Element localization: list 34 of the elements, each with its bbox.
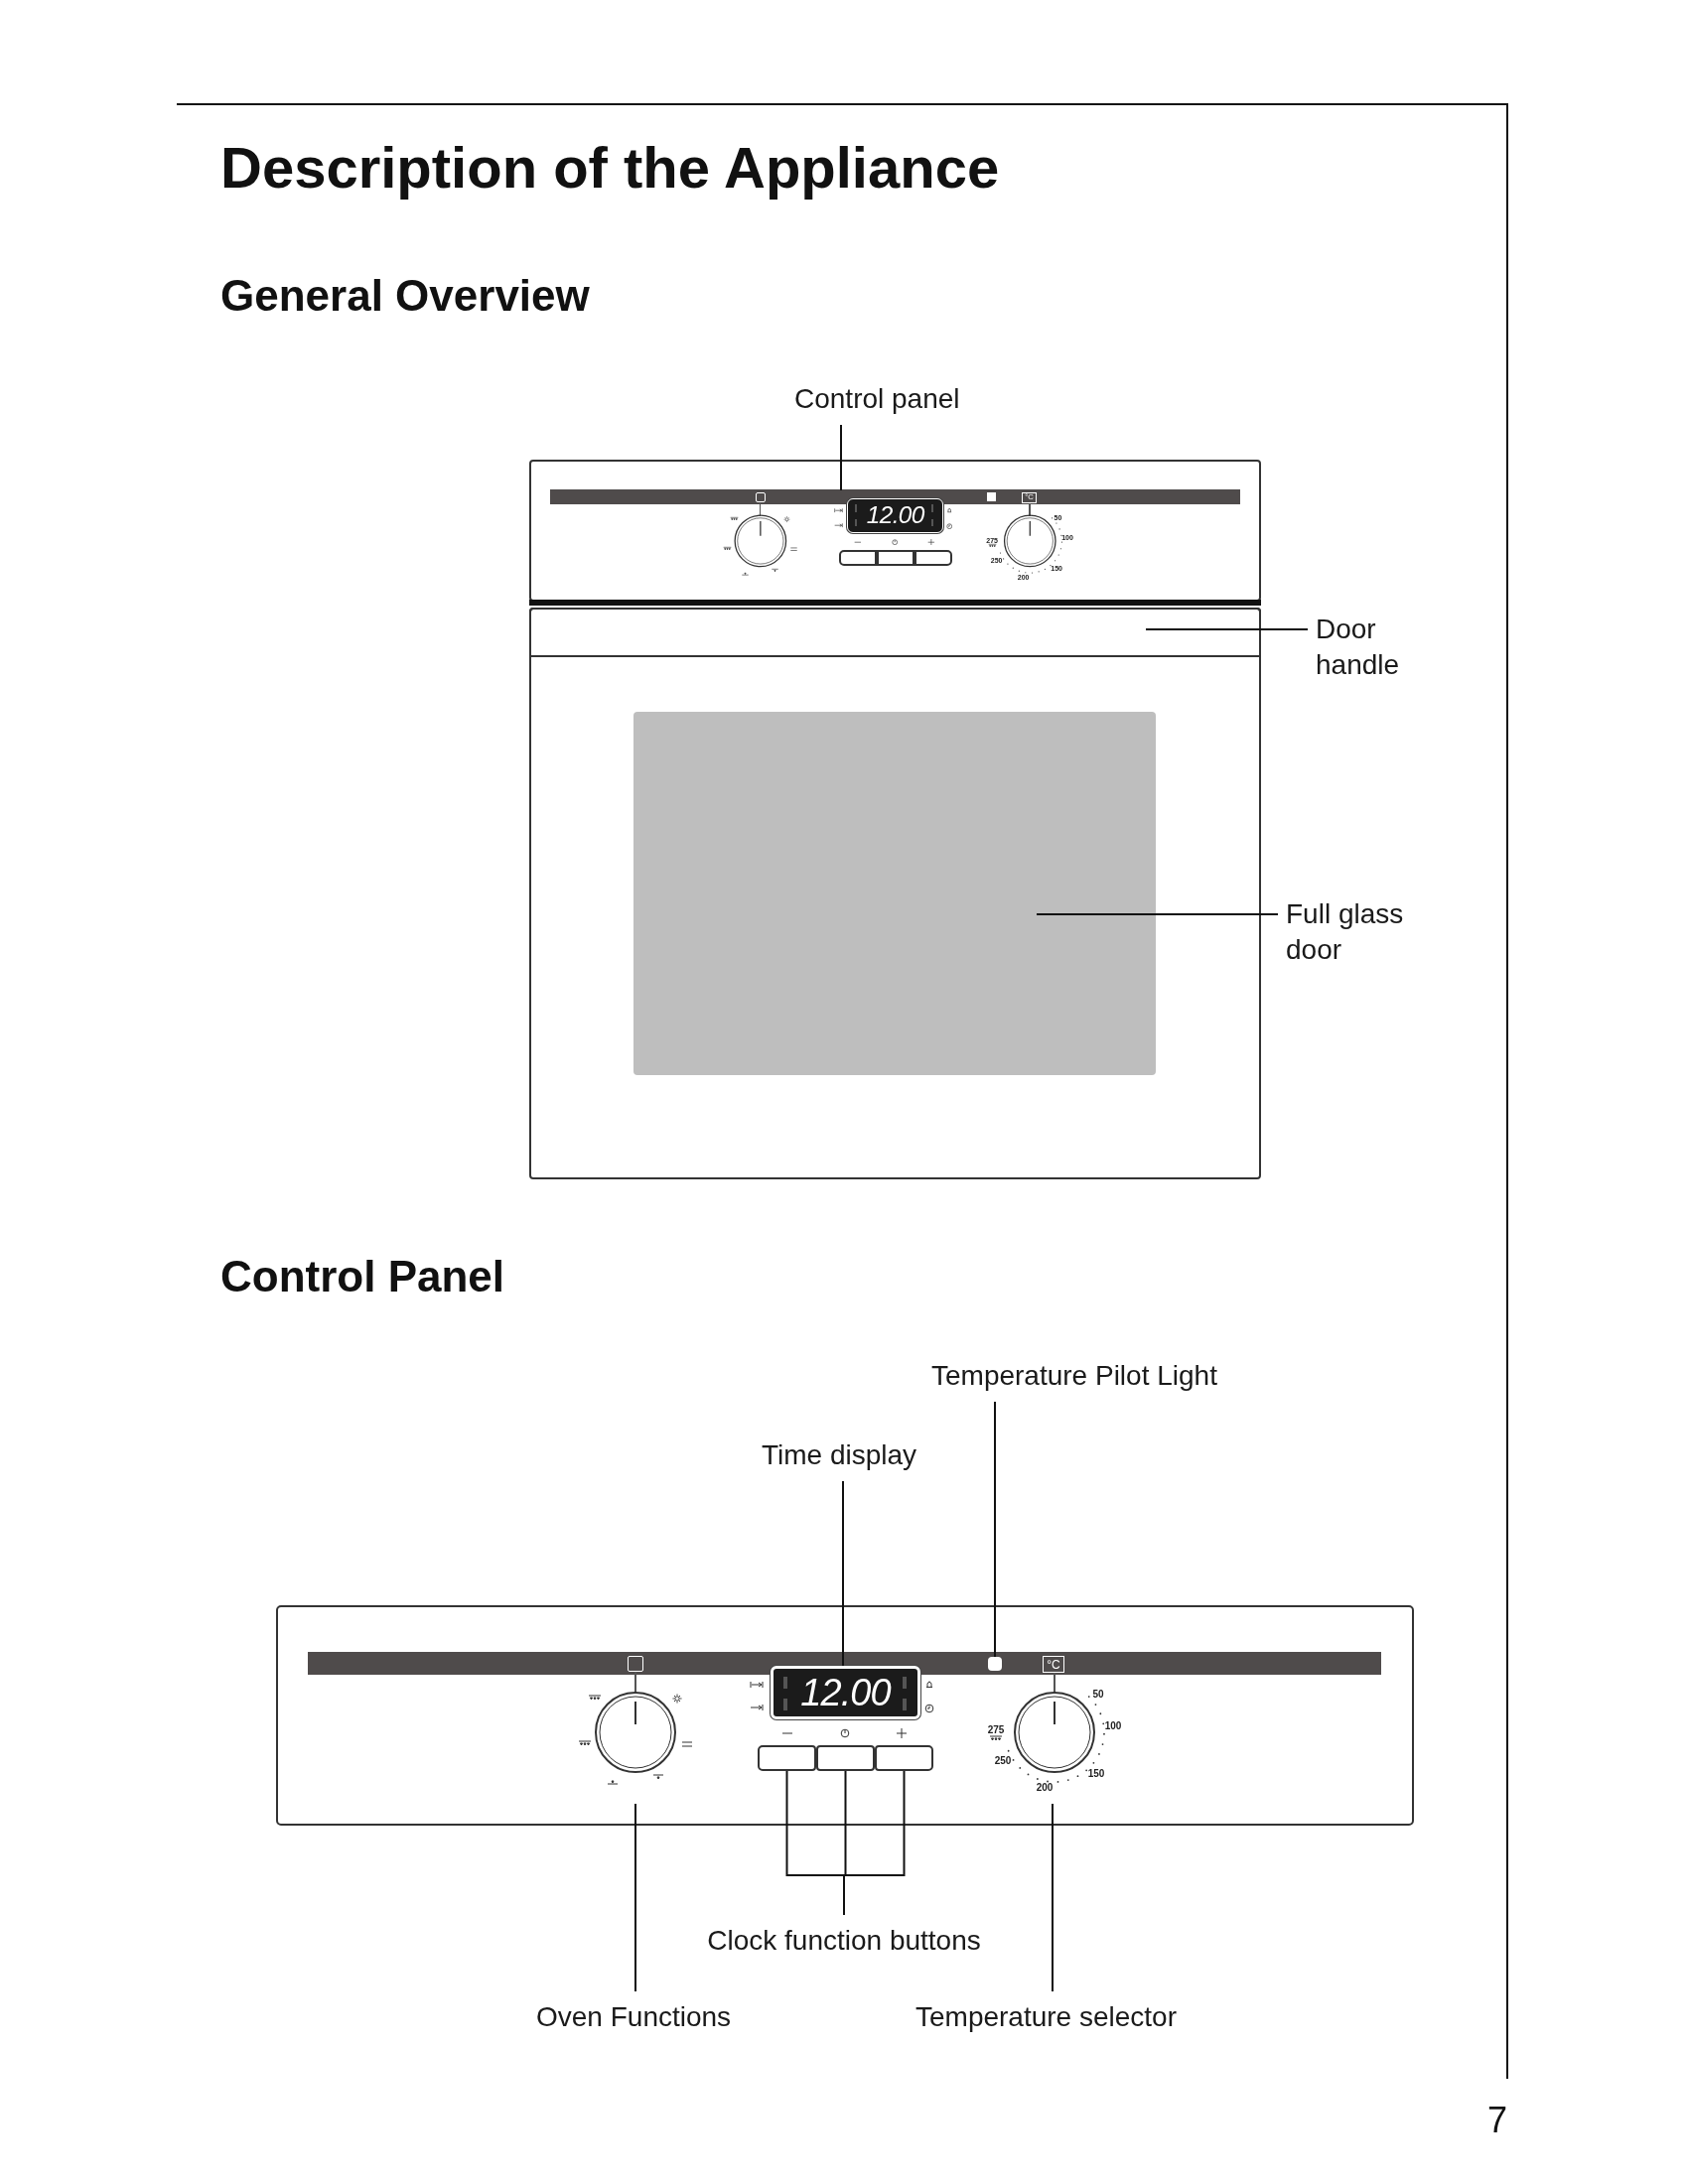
callout-text: Door handle — [1316, 612, 1435, 683]
leader-line — [1052, 1803, 1054, 1992]
scale-number: 50 — [1092, 1690, 1104, 1700]
callout-text: Temperature Pilot Light — [931, 1358, 1269, 1394]
leader-line — [842, 1480, 844, 1667]
pilot-light — [988, 1657, 1002, 1671]
scale-number: 200 — [1036, 1783, 1054, 1793]
callout-text: Control panel — [794, 381, 993, 417]
scale-number: 100 — [1104, 1721, 1122, 1731]
leader-line — [840, 424, 842, 491]
callout-text: Full glass door — [1286, 896, 1435, 968]
callout-text: Temperature selector — [915, 1999, 1213, 2035]
page-number: 7 — [1487, 2103, 1508, 2138]
callout-text: Time display — [762, 1437, 940, 1473]
leader-line — [634, 1803, 636, 1992]
section-heading: General Overview — [220, 274, 590, 318]
callout-text: Clock function buttons — [685, 1923, 1003, 1959]
leader-line — [1036, 913, 1279, 915]
leader-line — [994, 1401, 996, 1658]
door-handle-band — [529, 608, 1261, 657]
clock-button — [758, 1745, 816, 1771]
celsius-symbol: °C — [1043, 1656, 1064, 1673]
glass-window — [633, 712, 1156, 1075]
section-heading: Control Panel — [220, 1255, 505, 1298]
leader-line — [843, 1770, 906, 1916]
display-digits: 12.00 — [866, 503, 924, 528]
clock-button — [875, 1745, 933, 1771]
time-display — [771, 1666, 920, 1719]
clock-button — [816, 1745, 875, 1771]
scale-number: 150 — [1087, 1769, 1105, 1779]
display-digits: 12.00 — [800, 1674, 891, 1711]
callout-text: Oven Functions — [536, 1999, 755, 2035]
scale-number: 275 — [987, 1725, 1005, 1735]
leader-line — [1145, 628, 1309, 630]
